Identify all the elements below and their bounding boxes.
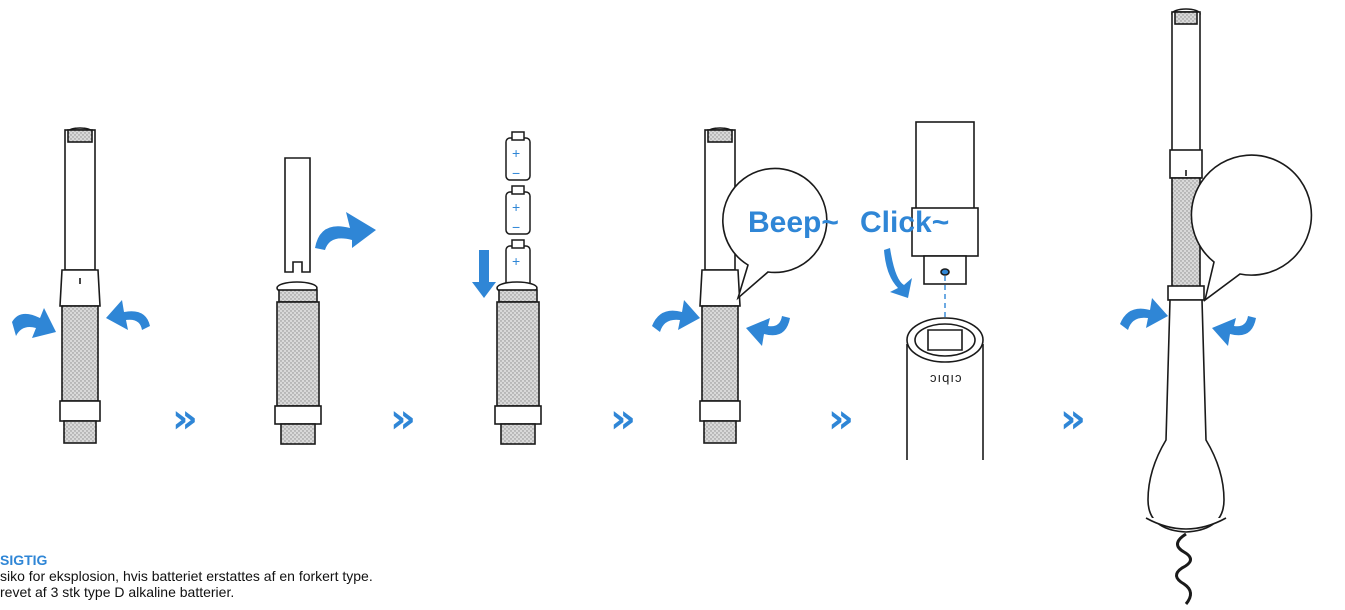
battery-minus: − bbox=[512, 219, 520, 235]
step-3-batteries: + − + − + bbox=[505, 131, 531, 289]
step-5-device bbox=[911, 121, 979, 358]
caution-section: SIGTIG siko for eksplosion, hvis batteri… bbox=[0, 552, 640, 600]
battery-3: + bbox=[505, 239, 531, 289]
battery-2: + − bbox=[505, 185, 531, 235]
step-4-device bbox=[699, 127, 741, 444]
caution-line-2: revet af 3 stk type D alkaline batterier… bbox=[0, 584, 235, 600]
chevron-glyph: » bbox=[172, 396, 198, 442]
step-4-rotate-arrows bbox=[652, 300, 790, 346]
step-6-zoom-callout bbox=[1190, 154, 1313, 302]
chevron-2: » bbox=[390, 396, 416, 442]
callout-click: Click~ bbox=[860, 206, 949, 239]
base-label: ɔıqıɔ bbox=[930, 370, 962, 385]
chevron-1: » bbox=[172, 396, 198, 442]
battery-plus: + bbox=[512, 199, 520, 215]
step-4-zoom-callout bbox=[722, 167, 828, 301]
step-2-device bbox=[274, 157, 322, 445]
step-1-rotate-arrows bbox=[12, 300, 150, 338]
step-5-base: ɔıqıɔ bbox=[906, 317, 984, 460]
step-5-down-arrow bbox=[884, 248, 912, 298]
step-6-rotate-arrows bbox=[1120, 298, 1256, 346]
chevron-glyph: » bbox=[1060, 396, 1086, 442]
caution-line-1: siko for eksplosion, hvis batteriet erst… bbox=[0, 568, 373, 584]
chevron-4: » bbox=[828, 396, 854, 442]
chevron-glyph: » bbox=[610, 396, 636, 442]
beep-click-text: Beep~ Click~ bbox=[748, 206, 949, 239]
battery-plus: + bbox=[512, 253, 520, 269]
chevron-glyph: » bbox=[828, 396, 854, 442]
battery-plus: + bbox=[512, 145, 520, 161]
step-3-device bbox=[494, 281, 542, 445]
chevron-5: » bbox=[1060, 396, 1086, 442]
battery-minus: − bbox=[512, 165, 520, 181]
step-6-device bbox=[1145, 8, 1227, 605]
step-2-lift-arrow bbox=[315, 212, 376, 250]
step-3-down-arrow bbox=[472, 250, 496, 298]
step-1-device bbox=[59, 127, 101, 444]
chevron-glyph: » bbox=[390, 396, 416, 442]
battery-1: + − bbox=[505, 131, 531, 181]
chevron-3: » bbox=[610, 396, 636, 442]
callout-beep: Beep~ bbox=[748, 206, 839, 239]
caution-title: SIGTIG bbox=[0, 552, 48, 568]
